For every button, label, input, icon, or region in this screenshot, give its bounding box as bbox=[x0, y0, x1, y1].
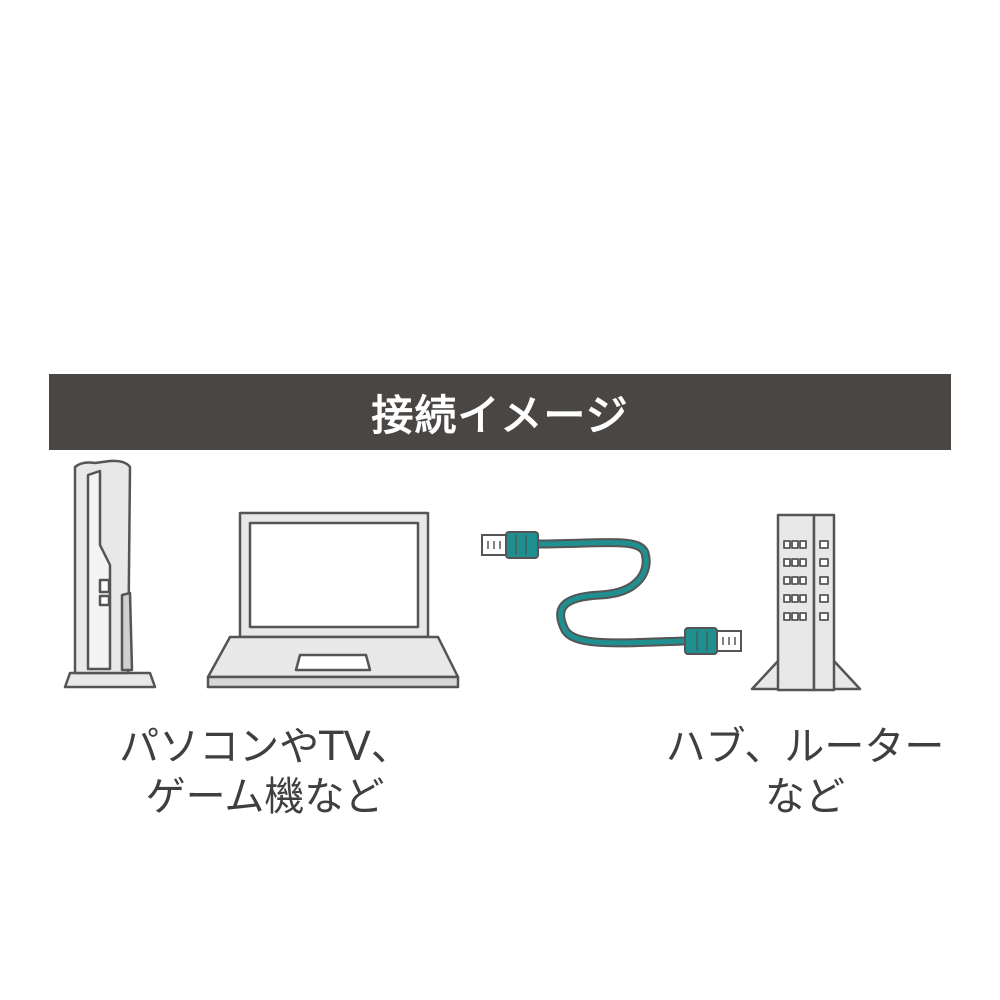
title-banner: 接続イメージ bbox=[49, 374, 951, 450]
device-caption-right: ハブ、ルーター など bbox=[640, 722, 970, 822]
caption-right-line2: など bbox=[765, 774, 845, 820]
caption-left-line1: パソコンやTV、 bbox=[119, 724, 411, 770]
game-console-icon bbox=[63, 459, 157, 689]
caption-right-line1: ハブ、ルーター bbox=[665, 724, 945, 770]
connection-diagram bbox=[63, 459, 862, 692]
laptop-icon bbox=[206, 511, 460, 689]
banner-title: 接続イメージ bbox=[371, 390, 629, 440]
device-caption-left: パソコンやTV、 ゲーム機など bbox=[100, 722, 430, 822]
lan-cable-icon bbox=[481, 531, 742, 655]
router-icon bbox=[750, 513, 862, 692]
caption-left-line2: ゲーム機など bbox=[145, 774, 385, 820]
